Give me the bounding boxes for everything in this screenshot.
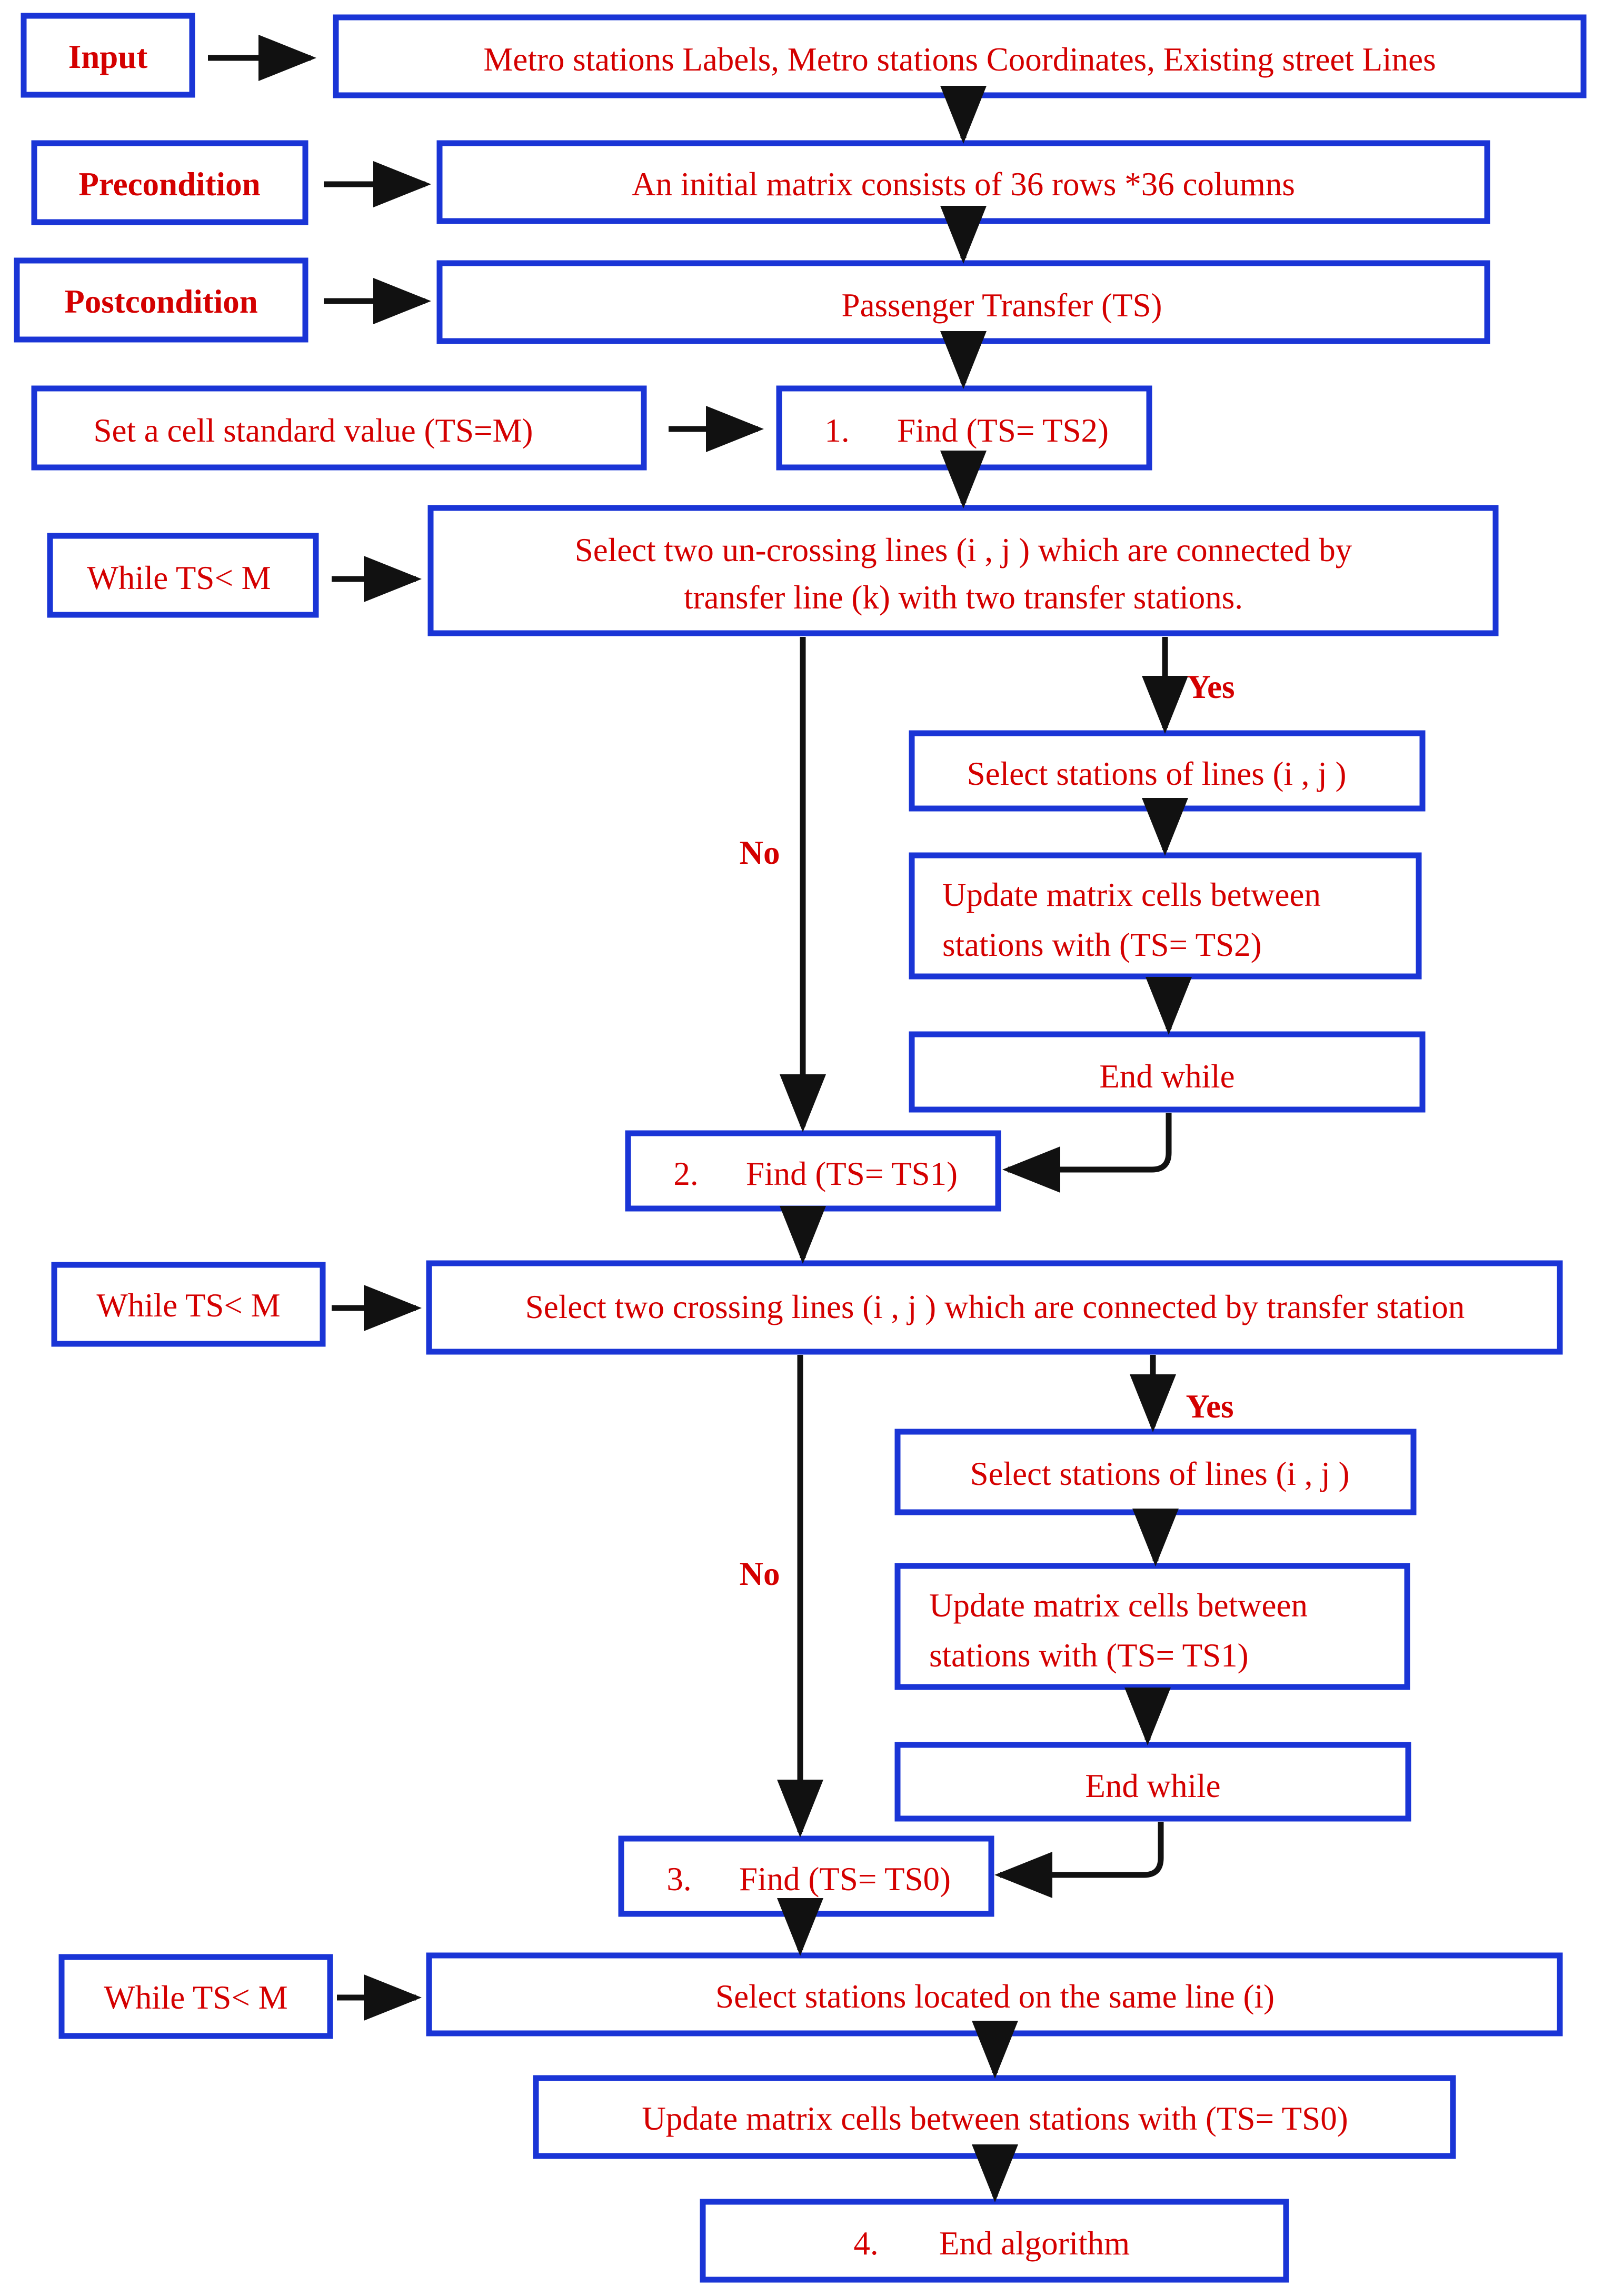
- no1-label: No: [740, 834, 780, 871]
- select-same-line-text: Select stations located on the same line…: [715, 1978, 1275, 2015]
- find3-number: 3.: [666, 1861, 691, 1898]
- end-algorithm-number: 4.: [853, 2225, 878, 2262]
- input-label-text: Input: [68, 38, 148, 75]
- while1-text: While TS< M: [87, 560, 271, 596]
- find3-node: 3. Find (TS= TS0): [618, 1835, 994, 1917]
- select-stations-1-node: Select stations of lines (i , j ): [909, 730, 1426, 812]
- select-uncrossing-line1: Select two un-crossing lines (i , j ) wh…: [575, 532, 1352, 568]
- select-uncrossing-line2: transfer line (k) with two transfer stat…: [684, 579, 1243, 616]
- yes2-label: Yes: [1186, 1388, 1234, 1425]
- standard-value-text: Set a cell standard value (TS=M): [93, 412, 533, 449]
- find2-node: 2. Find (TS= TS1): [625, 1130, 1001, 1212]
- yes1-label: Yes: [1187, 668, 1235, 705]
- update1-line1: Update matrix cells between: [942, 876, 1321, 913]
- precondition-label-text: Precondition: [78, 166, 260, 203]
- find1-number: 1.: [824, 412, 849, 449]
- precondition-box-node: An initial matrix consists of 36 rows *3…: [436, 140, 1490, 224]
- arrow-endwhile1-to-find2: [1002, 1113, 1172, 1193]
- while3-text: While TS< M: [104, 1979, 287, 2016]
- select-stations-2-node: Select stations of lines (i , j ): [894, 1429, 1417, 1515]
- arrow-endwhile2-to-find3: [994, 1822, 1164, 1898]
- update1-line2: stations with (TS= TS2): [942, 926, 1262, 963]
- input-label-node: Input: [21, 13, 195, 98]
- end-algorithm-text: End algorithm: [939, 2225, 1130, 2262]
- update2-node: Update matrix cells between stations wit…: [894, 1563, 1410, 1690]
- select-crossing-node: Select two crossing lines (i , j ) which…: [426, 1260, 1563, 1355]
- select-uncrossing-node: Select two un-crossing lines (i , j ) wh…: [427, 505, 1499, 636]
- update2-line2: stations with (TS= TS1): [929, 1637, 1249, 1674]
- input-box-node: Metro stations Labels, Metro stations Co…: [333, 14, 1587, 98]
- postcondition-label-node: Postcondition: [14, 257, 308, 343]
- select-same-line-node: Select stations located on the same line…: [426, 1952, 1563, 2037]
- update2-line1: Update matrix cells between: [929, 1587, 1308, 1624]
- end-while-2-text: End while: [1085, 1768, 1220, 1804]
- while2-node: While TS< M: [51, 1262, 326, 1347]
- while3-node: While TS< M: [58, 1954, 333, 2039]
- find2-number: 2.: [673, 1155, 698, 1192]
- update3-node: Update matrix cells between stations wit…: [533, 2075, 1456, 2159]
- end-while-2-node: End while: [894, 1742, 1411, 1822]
- update3-text: Update matrix cells between stations wit…: [642, 2100, 1348, 2137]
- end-algorithm-node: 4. End algorithm: [700, 2199, 1289, 2283]
- postcondition-label-text: Postcondition: [64, 283, 258, 320]
- select-stations-2-text: Select stations of lines (i , j ): [970, 1455, 1350, 1492]
- no2-label: No: [740, 1555, 780, 1592]
- precondition-label-node: Precondition: [31, 140, 308, 225]
- standard-value-node: Set a cell standard value (TS=M): [31, 385, 647, 471]
- select-crossing-text: Select two crossing lines (i , j ) which…: [525, 1289, 1465, 1325]
- find1-node: 1. Find (TS= TS2): [776, 385, 1152, 471]
- input-box-text: Metro stations Labels, Metro stations Co…: [483, 41, 1436, 78]
- find2-text: Find (TS= TS1): [746, 1155, 958, 1192]
- while2-text: While TS< M: [96, 1287, 280, 1324]
- precondition-box-text: An initial matrix consists of 36 rows *3…: [632, 166, 1295, 203]
- end-while-1-node: End while: [909, 1031, 1426, 1113]
- find3-text: Find (TS= TS0): [739, 1861, 951, 1898]
- end-while-1-text: End while: [1099, 1058, 1234, 1095]
- postcondition-box-node: Passenger Transfer (TS): [436, 260, 1490, 344]
- select-stations-1-text: Select stations of lines (i , j ): [967, 755, 1347, 792]
- update1-node: Update matrix cells between stations wit…: [909, 852, 1422, 980]
- while1-node: While TS< M: [47, 533, 319, 618]
- find1-text: Find (TS= TS2): [897, 412, 1109, 449]
- postcondition-box-text: Passenger Transfer (TS): [842, 287, 1162, 324]
